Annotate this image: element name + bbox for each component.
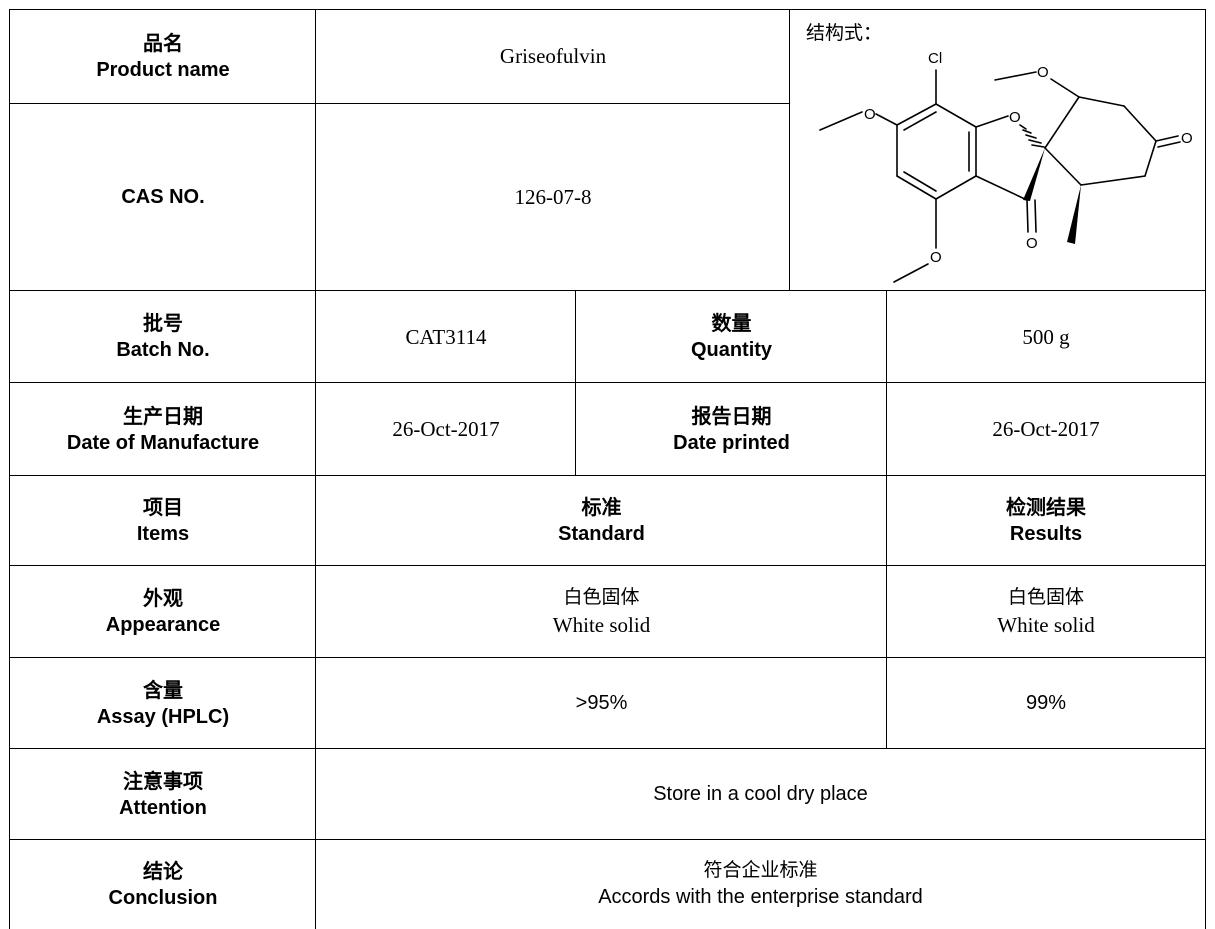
appearance-standard: 白色固体 White solid <box>316 566 887 658</box>
results-column-header: 检测结果 Results <box>887 476 1205 566</box>
divider-columns <box>10 565 1205 566</box>
batch-label-en: Batch No. <box>116 339 210 361</box>
quantity-value: 500 g <box>887 291 1205 383</box>
quantity-header: 数量 Quantity <box>576 291 887 383</box>
griseofulvin-structure-image: Cl O O O O O O <box>819 50 1193 283</box>
assay-result-text: 99% <box>1025 692 1067 714</box>
assay-result: 99% <box>887 658 1205 749</box>
batch-label-zh: 批号 <box>143 311 183 335</box>
conclusion-text-en: Accords with the enterprise standard <box>598 885 923 908</box>
conclusion-value: 符合企业标准 Accords with the enterprise stand… <box>316 840 1205 929</box>
attention-label-zh: 注意事项 <box>123 768 203 793</box>
divider-assay <box>10 748 1205 749</box>
atom-o-methoxy-top: O <box>1037 64 1049 81</box>
printed-value: 26-Oct-2017 <box>887 383 1205 476</box>
col-label-divider <box>315 9 316 929</box>
manufacture-label-zh: 生产日期 <box>123 403 203 428</box>
atom-o-methoxy-left: O <box>864 106 876 123</box>
assay-standard-text: >95% <box>575 692 628 714</box>
items-label-zh: 项目 <box>143 495 183 519</box>
border-left <box>9 9 10 929</box>
divider-attention <box>10 839 1205 840</box>
conclusion-label-zh: 结论 <box>143 858 183 883</box>
appearance-result-zh: 白色固体 <box>1007 586 1084 608</box>
standard-label-zh: 标准 <box>581 495 622 519</box>
atom-o-ketone: O <box>1181 130 1193 147</box>
printed-label-en: Date printed <box>673 431 790 454</box>
cas-value: 126-07-8 <box>316 103 790 291</box>
appearance-header: 外观 Appearance <box>10 566 316 658</box>
cas-header: CAS NO. <box>10 103 316 291</box>
quantity-label-en: Quantity <box>690 339 773 361</box>
appearance-result-en: White solid <box>997 612 1095 637</box>
batch-header: 批号 Batch No. <box>10 291 316 383</box>
structure-label: 结构式： <box>806 22 883 44</box>
product-name-value: Griseofulvin <box>316 10 790 103</box>
appearance-result: 白色固体 White solid <box>887 566 1205 658</box>
border-top <box>10 9 1205 10</box>
product-name-label-zh: 品名 <box>143 30 183 55</box>
attention-text: Store in a cool dry place <box>653 783 868 805</box>
appearance-standard-en: White solid <box>552 612 651 637</box>
results-label-en: Results <box>1009 523 1083 545</box>
attention-value: Store in a cool dry place <box>316 749 1205 840</box>
appearance-label-zh: 外观 <box>143 586 183 610</box>
atom-o-carbonyl: O <box>1026 235 1038 252</box>
quantity-text: 500 g <box>1022 324 1070 349</box>
divider-product <box>10 103 790 104</box>
attention-label-en: Attention <box>119 796 207 819</box>
standard-column-header: 标准 Standard <box>316 476 887 566</box>
col-result-divider <box>886 290 887 749</box>
manufacture-header: 生产日期 Date of Manufacture <box>10 383 316 476</box>
printed-label-zh: 报告日期 <box>691 403 772 428</box>
manufacture-value: 26-Oct-2017 <box>316 383 576 476</box>
results-label-zh: 检测结果 <box>1006 495 1086 519</box>
appearance-label-en: Appearance <box>105 614 221 636</box>
items-column-header: 项目 Items <box>10 476 316 566</box>
col-structure-divider <box>789 9 790 291</box>
divider-appearance <box>10 657 1205 658</box>
items-label-en: Items <box>136 523 190 545</box>
cas-text: 126-07-8 <box>514 184 592 209</box>
manufacture-text: 26-Oct-2017 <box>392 417 500 442</box>
atom-cl: Cl <box>928 50 942 67</box>
batch-text: CAT3114 <box>405 324 487 349</box>
cas-label-en: CAS NO. <box>121 185 205 208</box>
batch-value: CAT3114 <box>316 291 576 383</box>
assay-label-en: Assay (HPLC) <box>96 705 230 728</box>
manufacture-label-en: Date of Manufacture <box>66 431 260 454</box>
conclusion-header: 结论 Conclusion <box>10 840 316 929</box>
assay-standard: >95% <box>316 658 887 749</box>
assay-label-zh: 含量 <box>143 677 183 702</box>
atom-o-ring: O <box>1009 109 1021 126</box>
divider-cas <box>10 290 1205 291</box>
product-name-header: 品名 Product name <box>10 10 316 103</box>
printed-header: 报告日期 Date printed <box>576 383 887 476</box>
divider-dates <box>10 475 1205 476</box>
product-name-label-en: Product name <box>96 58 230 81</box>
product-name-text: Griseofulvin <box>499 44 607 69</box>
printed-text: 26-Oct-2017 <box>992 417 1100 442</box>
atom-o-methoxy-bottom: O <box>930 249 942 266</box>
divider-batch <box>10 382 1205 383</box>
conclusion-text-zh: 符合企业标准 <box>703 859 818 882</box>
quantity-label-zh: 数量 <box>711 311 752 335</box>
conclusion-label-en: Conclusion <box>108 886 218 909</box>
assay-header: 含量 Assay (HPLC) <box>10 658 316 749</box>
appearance-standard-zh: 白色固体 <box>563 586 640 608</box>
attention-header: 注意事项 Attention <box>10 749 316 840</box>
border-right <box>1205 9 1206 929</box>
standard-label-en: Standard <box>558 523 645 545</box>
col-mid-divider <box>575 290 576 476</box>
